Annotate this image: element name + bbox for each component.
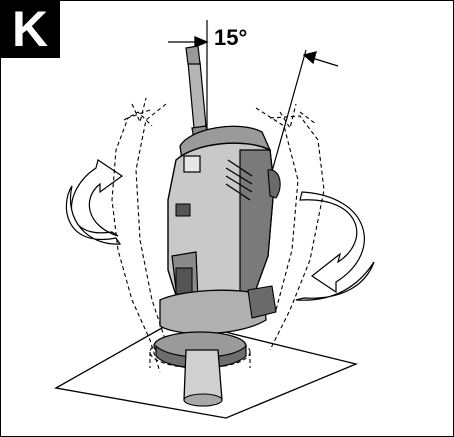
router-body	[159, 125, 281, 335]
ghost-base	[149, 335, 251, 369]
rotation-arrow-right-icon	[295, 191, 375, 301]
ghost-outline-left	[111, 97, 169, 373]
router-base	[153, 331, 247, 407]
panel-letter: K	[0, 0, 60, 58]
ghost-outline-right	[255, 103, 325, 351]
rotation-arrow-left-icon	[65, 159, 124, 245]
angle-arrow-icon	[168, 36, 339, 67]
angle-label: 15°	[214, 25, 248, 50]
